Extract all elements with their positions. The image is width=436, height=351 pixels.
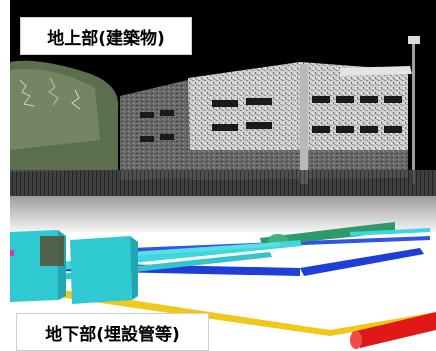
below-ground-caption: 地下部(埋設管等): [16, 313, 209, 351]
cyan-pipe-3: [130, 242, 281, 256]
building-point-cloud: [120, 62, 412, 184]
street-lamp: [408, 36, 420, 184]
red-pipe: [352, 312, 436, 348]
pink-marker: [10, 250, 14, 256]
utility-boxes: [10, 230, 138, 304]
cyan-pipe-right: [350, 228, 430, 236]
blue-pipe-right: [300, 248, 424, 276]
trees-left: [10, 60, 119, 172]
fence-line: [10, 170, 436, 200]
green-pipe: [260, 222, 395, 246]
yellow-pipe-right: [330, 312, 436, 336]
above-ground-caption: 地上部(建築物): [20, 17, 192, 55]
